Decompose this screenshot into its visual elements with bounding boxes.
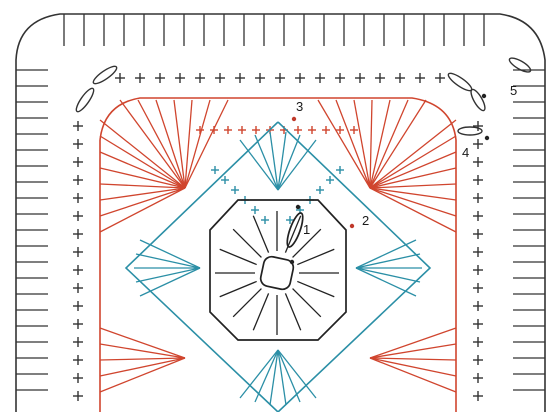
round-2-fans (134, 131, 422, 406)
double-crochet-stitch (335, 99, 371, 189)
double-crochet-stitch (277, 139, 317, 191)
double-crochet-stitch (369, 357, 457, 393)
round-5-stitches (16, 14, 545, 391)
double-crochet-stitch (284, 215, 302, 253)
label-row-5: 5 (510, 83, 517, 98)
double-crochet-stitch (369, 151, 457, 189)
double-crochet-stitch (219, 280, 257, 298)
double-crochet-stitch (269, 349, 279, 406)
double-crochet-stitch (139, 239, 201, 269)
double-crochet-stitch (369, 119, 457, 189)
double-crochet-stitch (369, 135, 457, 189)
double-crochet-stitch (99, 183, 186, 189)
double-crochet-stitch (219, 248, 257, 266)
double-crochet-stitch (369, 99, 391, 189)
round-5-frame (15, 13, 546, 412)
double-crochet-stitch (99, 357, 186, 377)
double-crochet-stitch (119, 99, 186, 189)
double-crochet-stitch (232, 288, 262, 318)
double-crochet-stitch (184, 99, 229, 189)
double-crochet-stitch (99, 167, 186, 189)
double-crochet-stitch (369, 357, 457, 377)
double-crochet-stitch (355, 267, 421, 283)
label-row-2: 2 (362, 213, 369, 228)
double-crochet-stitch (292, 288, 322, 318)
double-crochet-stitch (369, 99, 373, 189)
double-crochet-stitch (239, 349, 279, 399)
double-crochet-stitch (135, 267, 201, 283)
double-crochet-stitch (99, 187, 186, 217)
double-crochet-stitch (184, 99, 211, 189)
double-crochet-stitch (99, 151, 186, 189)
slip-stitch-markers (289, 93, 490, 265)
label-row-4: 4 (462, 145, 469, 160)
double-crochet-stitch (355, 267, 417, 297)
double-crochet-stitch (369, 327, 457, 359)
double-crochet-stitch (99, 343, 186, 359)
double-crochet-stitch (369, 167, 457, 189)
double-crochet-stitch (277, 134, 301, 191)
double-crochet-stitch (99, 357, 186, 361)
double-crochet-stitch (99, 187, 186, 233)
double-crochet-stitch (277, 349, 317, 399)
double-crochet-stitch (369, 183, 457, 189)
double-crochet-stitch (139, 267, 201, 297)
round-2-frame (124, 121, 432, 412)
round-3-frame (99, 97, 457, 412)
double-crochet-stitch (184, 99, 193, 189)
double-crochet-stitch (284, 293, 302, 331)
double-crochet-stitch (297, 248, 335, 266)
double-crochet-stitch (277, 349, 287, 406)
double-crochet-stitch (355, 253, 421, 269)
round-1-stitches (215, 211, 339, 335)
double-crochet-stitch (99, 357, 186, 393)
label-row-3: 3 (296, 99, 303, 114)
double-crochet-stitch (317, 99, 371, 189)
double-crochet-stitch (369, 357, 457, 361)
double-crochet-stitch (353, 99, 371, 189)
double-crochet-stitch (137, 99, 186, 189)
double-crochet-stitch (277, 349, 301, 403)
double-crochet-stitch (135, 253, 201, 269)
double-crochet-stitch (99, 135, 186, 189)
double-crochet-stitch (232, 228, 262, 258)
double-crochet-stitch (369, 187, 457, 217)
double-crochet-stitch (252, 215, 270, 253)
double-crochet-stitch (252, 293, 270, 331)
round-4-chains (75, 57, 532, 136)
double-crochet-stitch (369, 99, 409, 189)
double-crochet-stitch (297, 280, 335, 298)
double-crochet-stitch (173, 99, 186, 189)
round-1-frame (209, 199, 347, 341)
double-crochet-stitch (239, 139, 279, 191)
double-crochet-stitch (355, 239, 417, 269)
double-crochet-stitch (254, 134, 279, 191)
double-crochet-stitch (155, 99, 186, 189)
double-crochet-stitch (99, 327, 186, 359)
label-row-1: 1 (303, 222, 310, 237)
double-crochet-stitch (369, 187, 457, 233)
double-crochet-stitch (254, 349, 279, 403)
double-crochet-stitch (292, 228, 322, 258)
double-crochet-stitch (99, 187, 186, 201)
round-4-stitches (73, 73, 483, 401)
double-crochet-stitch (369, 343, 457, 359)
round-3-fans (99, 99, 457, 393)
double-crochet-stitch (269, 131, 279, 191)
double-crochet-stitch (99, 119, 186, 189)
double-crochet-stitch (369, 99, 427, 189)
double-crochet-stitch (369, 187, 457, 201)
double-crochet-stitch (277, 131, 287, 191)
